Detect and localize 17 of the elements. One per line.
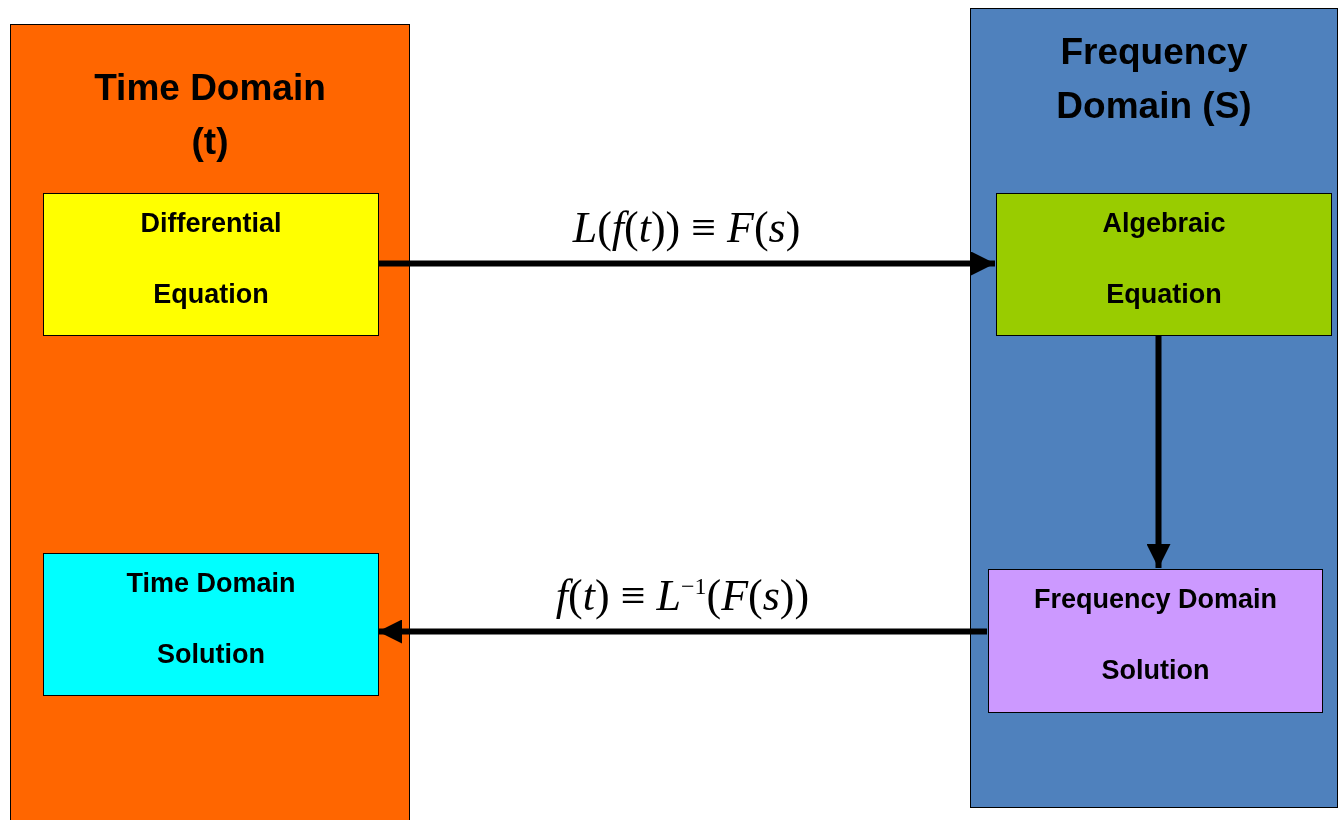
process-box [988, 569, 1323, 713]
arrow [1146, 335, 1171, 568]
box-label: Differential Equation [139, 207, 283, 311]
box-label: Algebraic Equation [1101, 207, 1227, 311]
process-box [996, 193, 1332, 336]
box-label: Frequency Domain Solution [1032, 583, 1279, 687]
edge-label: f(t) ≡ L$^{−1}$(F(s)) [555, 569, 810, 621]
panel-heading: Frequency Domain (S) [1055, 30, 1253, 128]
domain-panel [10, 24, 410, 820]
process-box [43, 193, 379, 336]
panel-heading: Time Domain (t) [93, 66, 327, 164]
domain-panel [970, 8, 1338, 808]
process-box [43, 553, 379, 696]
arrow [378, 619, 987, 644]
edge-label: L(f(t)) ≡ F(s) [572, 201, 801, 253]
arrow [378, 251, 995, 276]
box-label: Time Domain Solution [125, 567, 297, 671]
